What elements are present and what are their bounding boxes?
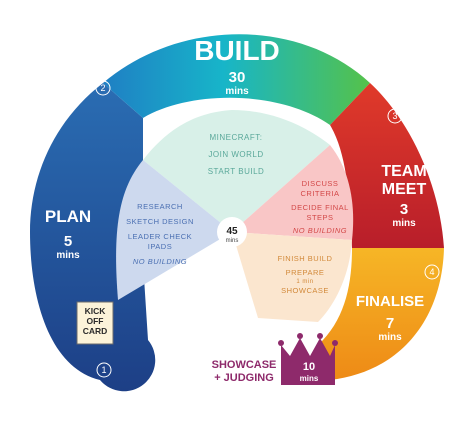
- plan-title: PLAN: [45, 207, 91, 226]
- kickoff-line2: OFF: [87, 316, 104, 326]
- build-duration: 30: [229, 69, 246, 86]
- kickoff-line1: KICK: [85, 306, 107, 316]
- plan-number: 2: [100, 83, 105, 93]
- inner-meet-line5: NO BUILDING: [293, 226, 347, 235]
- finalise-title: FINALISE: [356, 293, 424, 310]
- inner-build-line2: JOIN WORLD: [208, 150, 263, 159]
- inner-plan-line1: RESEARCH: [137, 202, 183, 211]
- build-segment: [103, 34, 370, 125]
- inner-meet-line4: STEPS: [306, 213, 333, 222]
- showcase-unit: mins: [300, 374, 319, 383]
- inner-meet-slice: [232, 145, 354, 240]
- inner-plan-line4: IPADS: [148, 242, 172, 251]
- inner-meet-line3: DECIDE FINAL: [291, 203, 349, 212]
- showcase-line2: + JUDGING: [214, 372, 274, 384]
- team-meet-duration: 3: [400, 201, 408, 218]
- showcase-line1: SHOWCASE: [212, 359, 277, 371]
- team-meet-unit: mins: [392, 218, 416, 229]
- finalise-number: 4: [429, 267, 434, 277]
- plan-duration: 5: [64, 233, 72, 250]
- kickoff-line3: CARD: [83, 326, 108, 336]
- inner-finalise-slice: [232, 232, 352, 322]
- finalise-duration: 7: [386, 315, 394, 332]
- plan-number-1: 1: [101, 365, 106, 375]
- inner-finalise-line4: SHOWCASE: [281, 286, 329, 295]
- plan-unit: mins: [56, 250, 80, 261]
- inner-plan-line2: SKETCH DESIGN: [126, 217, 194, 226]
- team-meet-number: 3: [392, 111, 397, 121]
- inner-plan-line3: LEADER CHECK: [128, 232, 192, 241]
- center-unit: mins: [226, 238, 239, 244]
- inner-plan-line5: NO BUILDING: [133, 257, 187, 266]
- inner-finalise-line2: PREPARE: [286, 268, 325, 277]
- inner-plan-slice: [116, 160, 232, 300]
- inner-build-line3: START BUILD: [208, 167, 265, 176]
- inner-meet-line2: CRITERIA: [300, 189, 339, 198]
- inner-finalise-line1: FINISH BUILD: [278, 254, 333, 263]
- inner-meet-line1: DISCUSS: [302, 179, 339, 188]
- showcase-crown-icon: [278, 333, 338, 385]
- kickoff-card: KICK OFF CARD: [76, 301, 114, 345]
- build-unit: mins: [225, 86, 249, 97]
- showcase-duration: 10: [303, 361, 315, 373]
- finalise-segment: [318, 248, 444, 380]
- team-meet-title-line2: MEET: [382, 181, 427, 198]
- center-badge: [217, 217, 247, 247]
- inner-build-slice: [143, 110, 330, 232]
- team-meet-title-line1: TEAM: [381, 163, 426, 180]
- plan-segment: [30, 83, 156, 392]
- team-meet-segment: [330, 83, 444, 248]
- center-value: 45: [226, 226, 238, 237]
- finalise-unit: mins: [378, 332, 402, 343]
- inner-finalise-line3: 1 min: [296, 279, 313, 285]
- inner-build-line1: MINECRAFT:: [210, 133, 263, 142]
- phase-number-badges: 2 3 4 1: [95, 80, 440, 378]
- build-title: BUILD: [194, 35, 280, 66]
